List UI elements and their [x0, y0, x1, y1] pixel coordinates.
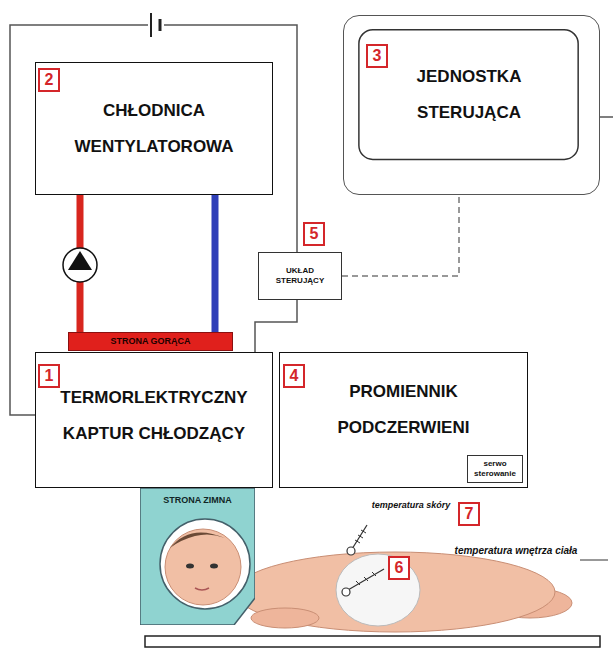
- output-wire: [600, 116, 613, 118]
- cold-side-band: STRONA ZIMNA: [140, 488, 255, 625]
- cold-pipe: [212, 195, 219, 332]
- core-sensor-ticks: [356, 572, 376, 585]
- skin-sensor: [347, 547, 355, 555]
- callout-number: 6: [388, 556, 410, 580]
- skin-sensor-ticks: [355, 530, 366, 543]
- callout-number: 4: [283, 364, 305, 388]
- baby-body: [235, 552, 555, 632]
- cooling-cap-box: TERMORLEKTRYCZNY KAPTUR CHŁODZĄCY: [35, 352, 273, 488]
- cold-cap-shape: [140, 488, 255, 625]
- callout-number: 3: [366, 44, 388, 68]
- baby-arm: [251, 608, 319, 628]
- callout-number: 1: [38, 364, 60, 388]
- hot-side-band: STRONA GORĄCA: [68, 332, 233, 351]
- bed-platform: [145, 636, 600, 647]
- node-text: STRONA ZIMNA: [163, 495, 232, 506]
- cooler-box: CHŁODNICA WENTYLATOROWA: [35, 62, 273, 195]
- core-sensor: [342, 588, 350, 596]
- battery-gap: [148, 14, 164, 36]
- node-text: TERMORLEKTRYCZNY KAPTUR CHŁODZĄCY: [41, 380, 267, 452]
- node-text: CHŁODNICA WENTYLATOROWA: [54, 93, 254, 165]
- pump-symbol: [63, 248, 97, 282]
- core-label-line: [580, 560, 608, 561]
- radiant-heater-box: PROMIENNIK PODCZERWIENI serwo sterowanie: [279, 352, 528, 488]
- node-text: PROMIENNIK PODCZERWIENI: [314, 374, 494, 446]
- power-wire: [255, 300, 297, 352]
- callout-number: 7: [458, 502, 480, 526]
- node-text: STRONA GORĄCA: [110, 336, 190, 347]
- core-sensor-lead: [348, 569, 384, 590]
- sensor-label: temperatura wnętrza ciała: [424, 544, 608, 557]
- battery-plate-short: [159, 19, 162, 31]
- skin-sensor-lead: [352, 525, 367, 549]
- node-text: JEDNOSTKA STERUJĄCA: [384, 59, 554, 131]
- callout-number: 5: [303, 222, 325, 246]
- controller-box: UKŁAD STERUJĄCY: [258, 252, 342, 300]
- node-text: UKŁAD STERUJĄCY: [265, 266, 335, 286]
- sensor-label: temperatura skóry: [370, 500, 452, 511]
- baby-diaper: [336, 554, 420, 626]
- control-unit-box: JEDNOSTKA STERUJĄCA: [343, 15, 600, 195]
- battery-plate-long: [150, 13, 152, 37]
- control-link: [342, 195, 459, 276]
- node-text: serwo sterowanie: [470, 459, 520, 479]
- callout-number: 2: [38, 68, 60, 92]
- pump-triangle: [68, 251, 92, 270]
- servo-box: serwo sterowanie: [467, 455, 523, 483]
